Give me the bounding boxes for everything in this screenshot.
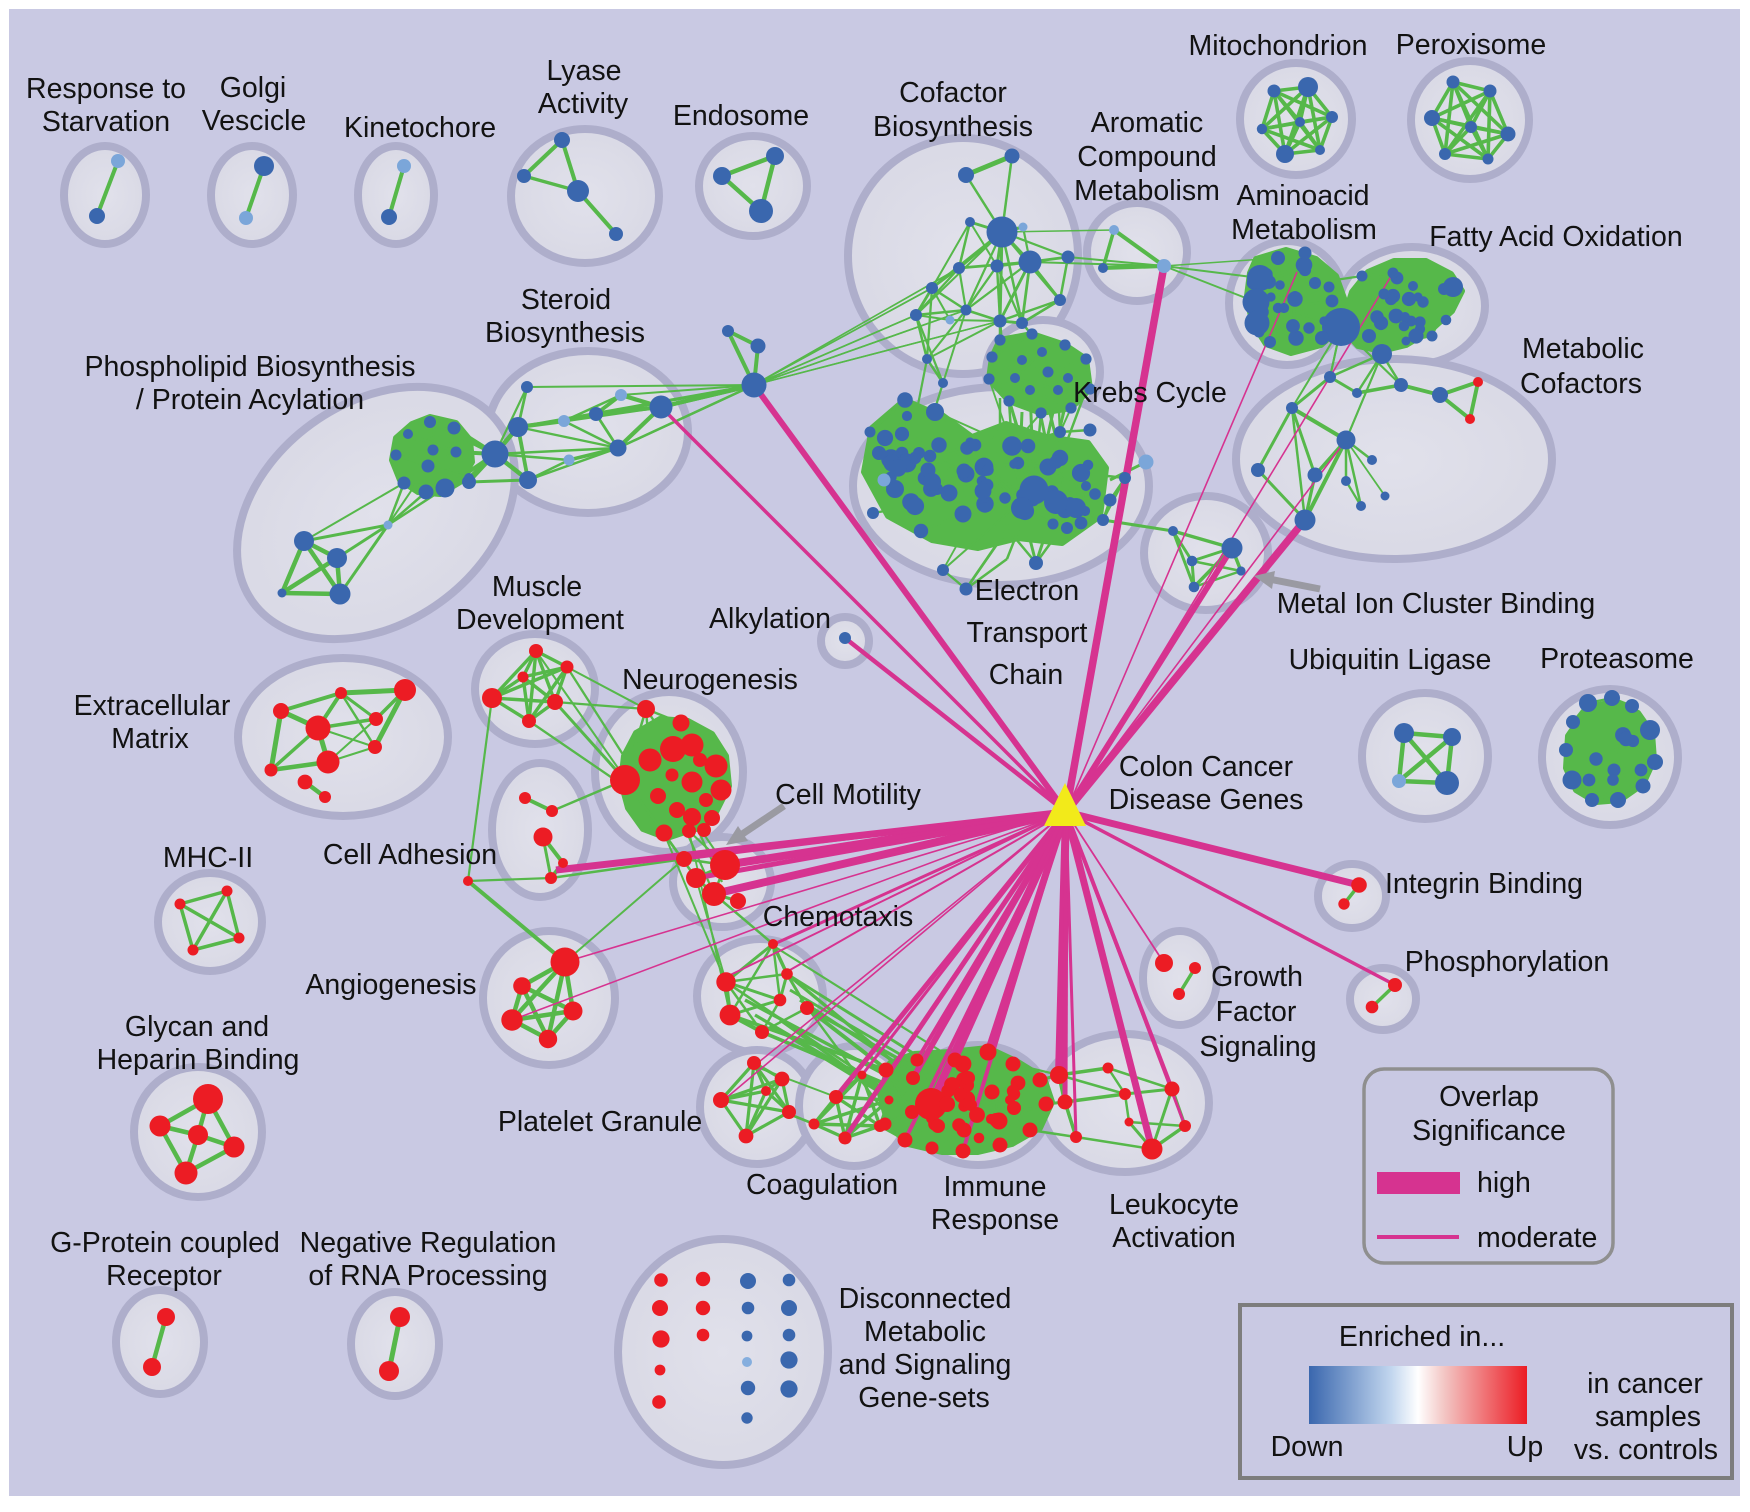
svg-text:moderate: moderate [1477,1222,1597,1254]
svg-text:in cancer: in cancer [1587,1368,1703,1400]
svg-text:Signaling: Signaling [1199,1031,1316,1063]
svg-text:/ Protein Acylation: / Protein Acylation [136,384,364,416]
svg-text:Fatty Acid Oxidation: Fatty Acid Oxidation [1429,221,1682,253]
svg-text:Significance: Significance [1412,1115,1566,1147]
svg-text:Glycan and: Glycan and [125,1011,269,1043]
svg-text:Overlap: Overlap [1439,1081,1539,1113]
svg-text:Activity: Activity [538,88,629,120]
svg-text:Angiogenesis: Angiogenesis [305,969,476,1001]
svg-text:Alkylation: Alkylation [709,603,831,635]
svg-text:Metabolic: Metabolic [1522,333,1644,365]
svg-text:of RNA Processing: of RNA Processing [308,1260,547,1292]
svg-text:Extracellular: Extracellular [74,690,231,722]
svg-text:Disconnected: Disconnected [839,1283,1012,1315]
svg-text:Gene-sets: Gene-sets [858,1382,989,1414]
svg-text:Krebs Cycle: Krebs Cycle [1073,377,1227,409]
svg-text:Disease Genes: Disease Genes [1109,784,1304,816]
svg-text:Muscle: Muscle [492,571,582,603]
svg-text:Enriched in...: Enriched in... [1339,1321,1505,1353]
svg-text:Electron: Electron [975,575,1080,607]
svg-text:Chain: Chain [989,659,1063,691]
svg-text:Activation: Activation [1112,1222,1236,1254]
svg-text:Biosynthesis: Biosynthesis [873,111,1033,143]
svg-text:Aromatic: Aromatic [1091,107,1203,139]
svg-text:Receptor: Receptor [106,1260,222,1292]
svg-text:Phospholipid Biosynthesis: Phospholipid Biosynthesis [84,351,415,383]
svg-text:Platelet Granule: Platelet Granule [498,1106,702,1138]
svg-text:Ubiquitin Ligase: Ubiquitin Ligase [1289,644,1492,676]
svg-text:and Signaling: and Signaling [839,1349,1012,1381]
svg-text:Proteasome: Proteasome [1540,643,1694,675]
svg-text:MHC-II: MHC-II [163,842,253,874]
svg-text:Starvation: Starvation [42,106,170,138]
svg-text:Up: Up [1507,1431,1543,1463]
svg-text:Response to: Response to [26,73,186,105]
svg-text:Colon Cancer: Colon Cancer [1119,751,1294,783]
svg-text:Metabolism: Metabolism [1074,175,1220,207]
svg-text:Coagulation: Coagulation [746,1169,898,1201]
svg-text:Kinetochore: Kinetochore [344,112,496,144]
svg-text:Down: Down [1271,1431,1344,1463]
svg-text:samples: samples [1595,1401,1701,1433]
svg-text:Endosome: Endosome [673,100,809,132]
svg-text:Integrin Binding: Integrin Binding [1385,868,1583,900]
svg-text:Phosphorylation: Phosphorylation [1405,946,1609,978]
svg-text:G-Protein coupled: G-Protein coupled [50,1227,280,1259]
svg-text:Immune: Immune [944,1171,1047,1203]
svg-text:Neurogenesis: Neurogenesis [622,664,798,696]
svg-text:Cell Motility: Cell Motility [775,779,921,811]
svg-text:Chemotaxis: Chemotaxis [763,901,913,933]
svg-text:Lyase: Lyase [547,55,622,87]
svg-text:Leukocyte: Leukocyte [1109,1189,1239,1221]
svg-text:Response: Response [931,1204,1059,1236]
svg-text:Cell Adhesion: Cell Adhesion [323,839,497,871]
svg-text:Aminoacid: Aminoacid [1236,180,1369,212]
svg-text:Development: Development [456,604,624,636]
svg-text:Biosynthesis: Biosynthesis [485,317,645,349]
svg-text:Heparin Binding: Heparin Binding [97,1044,300,1076]
svg-text:Metabolism: Metabolism [1231,214,1377,246]
svg-text:Growth: Growth [1211,961,1303,993]
svg-text:vs. controls: vs. controls [1574,1434,1718,1466]
svg-text:Negative Regulation: Negative Regulation [300,1227,557,1259]
svg-text:Vescicle: Vescicle [202,105,307,137]
svg-text:Mitochondrion: Mitochondrion [1188,30,1367,62]
svg-text:Factor: Factor [1216,996,1297,1028]
svg-text:Steroid: Steroid [521,284,611,316]
svg-text:Peroxisome: Peroxisome [1396,29,1546,61]
svg-text:high: high [1477,1167,1531,1199]
svg-text:Metal Ion Cluster Binding: Metal Ion Cluster Binding [1277,588,1595,620]
svg-text:Cofactors: Cofactors [1520,368,1642,400]
svg-text:Golgi: Golgi [220,72,287,104]
svg-text:Metabolic: Metabolic [864,1316,986,1348]
svg-text:Compound: Compound [1077,141,1216,173]
svg-text:Transport: Transport [967,617,1088,649]
svg-text:Cofactor: Cofactor [899,77,1007,109]
svg-text:Matrix: Matrix [111,723,189,755]
